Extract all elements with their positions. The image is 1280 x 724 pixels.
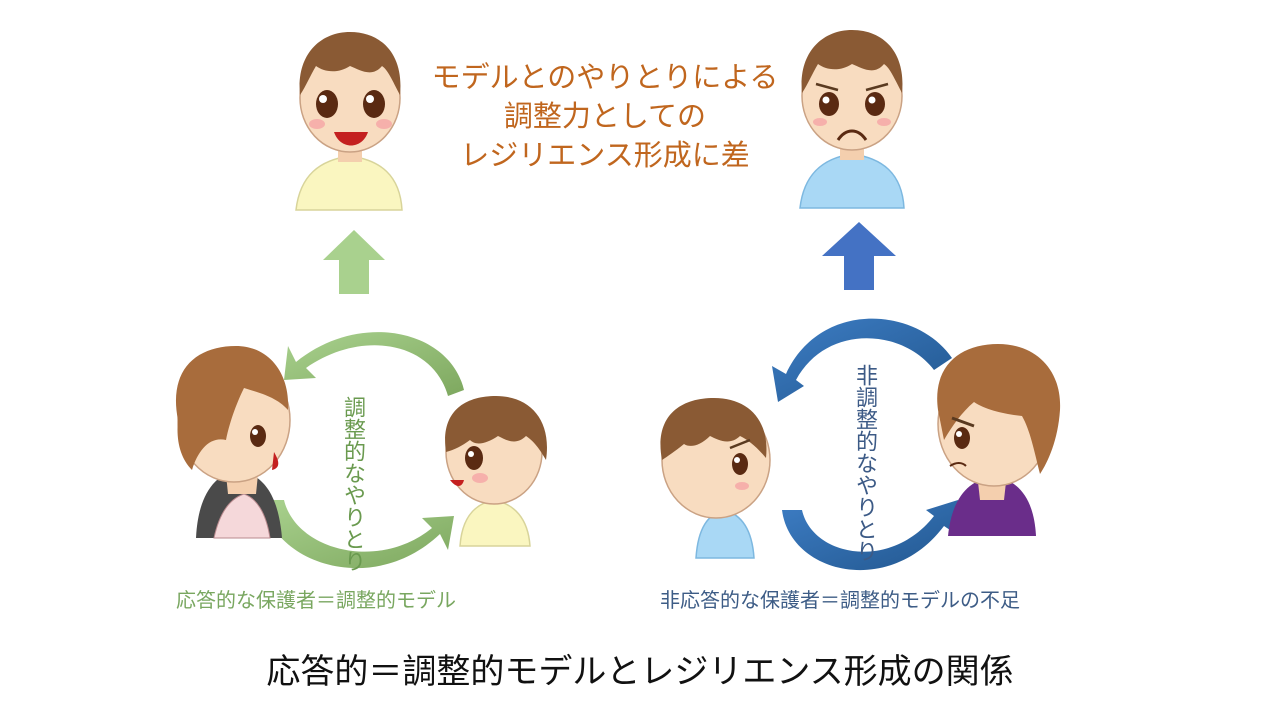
top-statement-line1: モデルとのやりとりによる	[431, 60, 779, 94]
calm-parent-icon	[175, 346, 291, 539]
frowning-child-icon	[799, 30, 905, 209]
angry-parent-icon	[937, 344, 1061, 536]
top-statement-line3: レジリエンス形成に差	[460, 138, 750, 172]
right-sad-child-icon	[660, 398, 771, 559]
right-caption: 非応答的な保護者＝調整的モデルの不足	[660, 588, 1020, 612]
top-statement: モデルとのやりとりによる 調整力としての レジリエンス形成に差	[400, 58, 810, 175]
main-title: 応答的＝調整的モデルとレジリエンス形成の関係	[266, 652, 1014, 692]
top-statement-line2: 調整力としての	[503, 99, 707, 133]
happy-child-icon	[295, 32, 403, 211]
left-child-icon	[445, 396, 547, 547]
up-arrow-blue	[822, 222, 896, 290]
up-arrow-green	[323, 230, 385, 294]
left-cycle-arrows	[264, 332, 464, 569]
right-cycle-arrows	[772, 318, 958, 571]
right-cycle-label: 非調整的なやりとり	[852, 364, 877, 562]
left-cycle-label: 調整的なやりとり	[340, 396, 365, 572]
left-caption: 応答的な保護者＝調整的モデル	[176, 588, 456, 612]
